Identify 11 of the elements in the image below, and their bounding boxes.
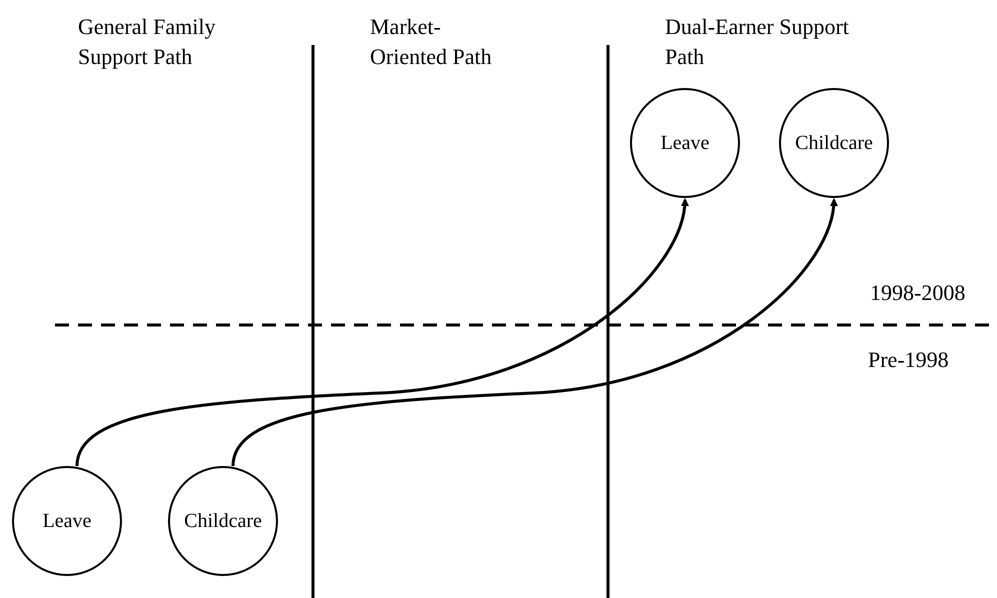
column-heading: General Family Support Path	[78, 13, 216, 71]
curved-arrow	[76, 198, 688, 466]
policy-circle: Leave	[630, 88, 740, 198]
policy-circle: Childcare	[168, 466, 278, 576]
column-heading: Market-Oriented Path	[370, 13, 493, 71]
curved-arrow	[232, 198, 838, 466]
period-label: 1998-2008	[870, 279, 966, 307]
policy-circle: Childcare	[779, 88, 889, 198]
period-label: Pre-1998	[868, 346, 950, 374]
column-heading: Dual-Earner Support Path	[665, 13, 850, 71]
policy-circle: Leave	[12, 466, 122, 576]
